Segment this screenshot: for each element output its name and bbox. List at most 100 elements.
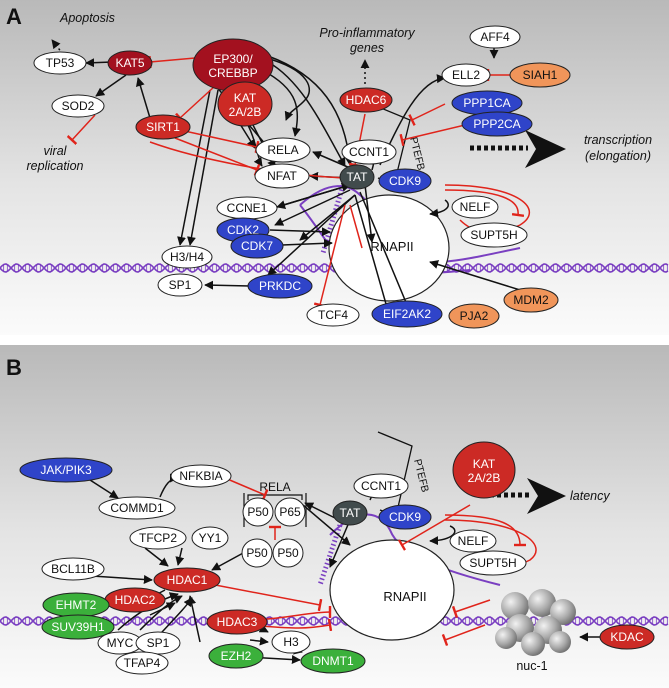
cdk7-node-shape bbox=[230, 233, 284, 259]
nelf-node-b-shape bbox=[449, 529, 497, 553]
ep300-crebbp-node-label: CREBBP bbox=[208, 66, 257, 80]
commd1-node-shape bbox=[98, 496, 176, 520]
mdm2-node: MDM2 bbox=[503, 287, 559, 313]
hdac1-node-label: HDAC1 bbox=[167, 573, 208, 587]
ccnt1-node-a-shape bbox=[341, 139, 397, 165]
yy1-node-label: YY1 bbox=[199, 531, 222, 545]
p50-node-2-shape bbox=[241, 538, 273, 568]
ehmt2-node: EHMT2 bbox=[42, 592, 110, 618]
eif2ak2-node-shape bbox=[371, 300, 443, 328]
nelf-node-b: NELF bbox=[449, 529, 497, 553]
cdk7-node: CDK7 bbox=[230, 233, 284, 259]
pja2-node-label: PJA2 bbox=[460, 309, 489, 323]
suv39h1-node-label: SUV39H1 bbox=[51, 620, 105, 634]
rela-node-a-label: RELA bbox=[267, 143, 298, 157]
ell2-node: ELL2 bbox=[441, 63, 491, 87]
nfat-node-label: NFAT bbox=[267, 169, 297, 183]
sod2-node-label: SOD2 bbox=[62, 99, 95, 113]
sod2-node-shape bbox=[51, 94, 105, 118]
elongation-label: (elongation) bbox=[585, 149, 651, 163]
aff4-node-shape bbox=[469, 25, 521, 49]
ezh2-node-label: EZH2 bbox=[221, 649, 252, 663]
bcl11b-node-label: BCL11B bbox=[51, 562, 95, 576]
cdk9-node-a-label: CDK9 bbox=[389, 174, 421, 188]
supt5h-node-a-label: SUPT5H bbox=[470, 228, 517, 242]
sp1-node-a-label: SP1 bbox=[169, 278, 192, 292]
h3h4-node-shape bbox=[161, 245, 213, 269]
tfap4-node-shape bbox=[115, 651, 169, 675]
supt5h-node-b-label: SUPT5H bbox=[469, 556, 516, 570]
aff4-node-label: AFF4 bbox=[480, 30, 510, 44]
p50-node-3-label: P50 bbox=[277, 546, 299, 560]
p50-node-2-label: P50 bbox=[246, 546, 268, 560]
proinflammatory-label: Pro-inflammatory bbox=[319, 26, 415, 40]
ppp2ca-node: PPP2CA bbox=[461, 111, 533, 137]
latency-label: latency bbox=[570, 489, 610, 503]
h3h4-node: H3/H4 bbox=[161, 245, 213, 269]
ccne1-node: CCNE1 bbox=[216, 196, 278, 220]
ccnt1-node-a: CCNT1 bbox=[341, 139, 397, 165]
rnapii-a bbox=[328, 194, 450, 302]
hdac6-node-shape bbox=[339, 87, 393, 113]
p65-node-label: P65 bbox=[279, 505, 301, 519]
tfap4-node: TFAP4 bbox=[115, 651, 169, 675]
jak-pik3-node: JAK/PIK3 bbox=[19, 457, 113, 483]
supt5h-node-b-shape bbox=[459, 550, 527, 576]
bcl11b-node: BCL11B bbox=[41, 557, 105, 581]
rela-bracket bbox=[247, 494, 303, 500]
nfat-node: NFAT bbox=[254, 163, 310, 189]
mdm2-node-shape bbox=[503, 287, 559, 313]
tcf4-node-shape bbox=[306, 303, 360, 327]
pja2-node-shape bbox=[448, 303, 500, 329]
tat-node-b: TAT bbox=[332, 500, 368, 526]
kat2a-2b-node-b-label: 2A/2B bbox=[468, 471, 501, 485]
sirt1-node-shape bbox=[135, 114, 191, 140]
supt5h-node-a: SUPT5H bbox=[460, 222, 528, 248]
prkdc-node-label: PRKDC bbox=[259, 279, 301, 293]
p50-node-1-shape bbox=[242, 497, 274, 527]
myc-node: MYC bbox=[97, 631, 143, 655]
viral-label: viral bbox=[44, 144, 68, 158]
siah1-node-shape bbox=[509, 62, 571, 88]
tcf4-node-label: TCF4 bbox=[318, 308, 348, 322]
hdac1-node: HDAC1 bbox=[153, 567, 221, 593]
p50-node-1: P50 bbox=[242, 497, 274, 527]
panel-a-background bbox=[0, 0, 669, 335]
tat-node-b-shape bbox=[332, 500, 368, 526]
ehmt2-node-label: EHMT2 bbox=[56, 598, 97, 612]
nfkbia-node-shape bbox=[170, 464, 232, 488]
hdac2-node-label: HDAC2 bbox=[115, 593, 156, 607]
siah1-node: SIAH1 bbox=[509, 62, 571, 88]
ell2-node-label: ELL2 bbox=[452, 68, 480, 82]
suv39h1-node: SUV39H1 bbox=[41, 614, 115, 640]
tfcp2-node-shape bbox=[129, 526, 187, 550]
dnmt1-node-label: DNMT1 bbox=[312, 654, 354, 668]
rnapii-a-label: RNAPII bbox=[370, 239, 413, 254]
nelf-node-a-shape bbox=[451, 195, 499, 219]
hdac3-node-label: HDAC3 bbox=[217, 615, 258, 629]
ccnt1-node-b-shape bbox=[353, 473, 409, 499]
kat2a-2b-node-a-label: 2A/2B bbox=[229, 105, 262, 119]
sirt1-node: SIRT1 bbox=[135, 114, 191, 140]
panel-b: B RNAPII RELA PTEFB bbox=[6, 355, 655, 675]
cdk9-node-a: CDK9 bbox=[378, 168, 432, 194]
p65-node: P65 bbox=[274, 497, 306, 527]
mdm2-node-label: MDM2 bbox=[513, 293, 549, 307]
panel-a-letter: A bbox=[6, 4, 22, 29]
ep300-crebbp-node-label: EP300/ bbox=[213, 52, 253, 66]
siah1-node-label: SIAH1 bbox=[523, 68, 558, 82]
p65-node-shape bbox=[274, 497, 306, 527]
eif2ak2-node-label: EIF2AK2 bbox=[383, 307, 431, 321]
hdac6-node-label: HDAC6 bbox=[346, 93, 387, 107]
yy1-node: YY1 bbox=[191, 526, 229, 550]
rela-node-a: RELA bbox=[255, 137, 311, 163]
ezh2-node-shape bbox=[208, 643, 264, 669]
tfcp2-node-label: TFCP2 bbox=[139, 531, 177, 545]
kat2a-2b-node-a-label: KAT bbox=[234, 91, 257, 105]
pja2-node: PJA2 bbox=[448, 303, 500, 329]
commd1-node: COMMD1 bbox=[98, 496, 176, 520]
tfap4-node-label: TFAP4 bbox=[124, 656, 161, 670]
ep300-crebbp-node: EP300/CREBBP bbox=[192, 38, 274, 92]
tat-node-a-label: TAT bbox=[347, 170, 369, 184]
